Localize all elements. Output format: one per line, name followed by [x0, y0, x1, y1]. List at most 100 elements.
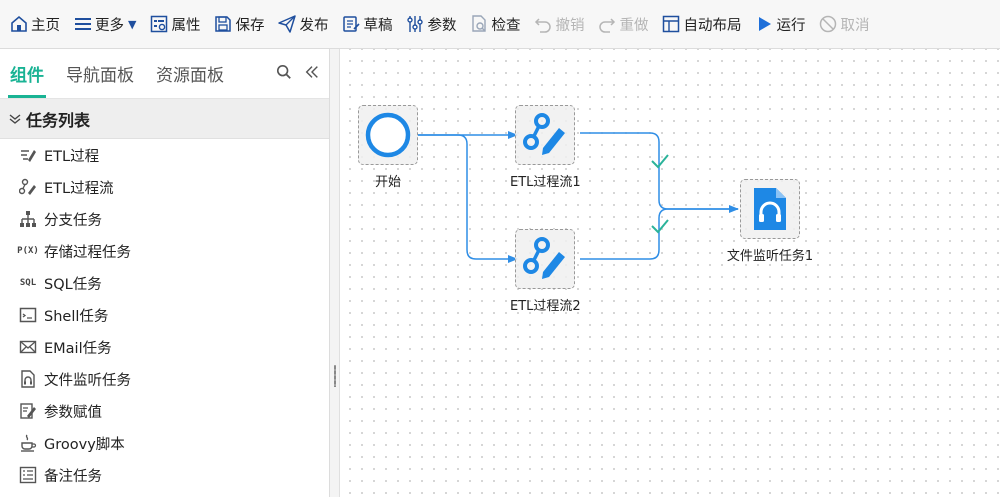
edge-etl2-to-file[interactable] [580, 208, 738, 260]
run-button[interactable]: 运行 [751, 9, 811, 39]
task-item-etl-process[interactable]: ETL过程 [0, 139, 329, 171]
stored-procedure-icon: P(X) [17, 241, 39, 261]
task-list-header[interactable]: 任务列表 [0, 99, 329, 139]
panel-tabs: 组件 导航面板 资源面板 [0, 49, 329, 99]
home-label: 主页 [31, 17, 60, 34]
splitter-grip[interactable] [334, 365, 336, 387]
check-label: 检查 [491, 17, 521, 34]
redo-icon [598, 15, 616, 33]
params-label: 参数 [427, 17, 457, 34]
redo-button[interactable]: 重做 [594, 9, 654, 39]
sliders-icon [406, 15, 424, 33]
save-icon [214, 15, 232, 33]
task-list-title: 任务列表 [26, 110, 91, 130]
etl-flow-icon [18, 177, 38, 197]
more-label: 更多 [95, 17, 124, 34]
draft-label: 草稿 [363, 17, 393, 34]
publish-button[interactable]: 发布 [274, 9, 334, 39]
node-label: ETL过程流1 [510, 175, 581, 190]
success-check-icon [651, 154, 669, 169]
auto-layout-button[interactable]: 自动布局 [658, 9, 747, 39]
cancel-icon [819, 15, 837, 33]
sql-icon: SQL [18, 273, 38, 293]
task-item-note[interactable]: 备注任务 [0, 459, 329, 491]
success-check-icon [651, 219, 669, 234]
shell-icon [18, 305, 38, 325]
run-label: 运行 [776, 17, 806, 34]
task-label: 备注任务 [44, 468, 102, 485]
file-monitor-icon [740, 179, 800, 239]
home-icon [10, 15, 28, 33]
tab-resources[interactable]: 资源面板 [156, 66, 224, 86]
node-file-monitor-1[interactable]: 文件监听任务1 [727, 179, 813, 264]
node-label: 文件监听任务1 [726, 249, 814, 264]
edge-start-to-etl2[interactable] [418, 134, 518, 263]
note-icon [18, 465, 38, 485]
task-item-stored-procedure[interactable]: P(X) 存储过程任务 [0, 235, 329, 267]
email-icon [18, 337, 38, 357]
layout-icon [662, 15, 680, 33]
tab-components[interactable]: 组件 [8, 61, 46, 98]
task-label: Shell任务 [44, 308, 109, 325]
node-label: 开始 [374, 175, 401, 190]
edge-layer [418, 131, 739, 263]
etl-flow-icon [515, 229, 576, 289]
draft-icon [342, 15, 361, 33]
left-panel: 组件 导航面板 资源面板 任务列表 ETL过程 ETL过 [0, 49, 330, 497]
node-etl-flow-1[interactable]: ETL过程流1 [510, 105, 581, 190]
check-button[interactable]: 检查 [466, 9, 526, 39]
task-label: 文件监听任务 [44, 372, 131, 389]
node-start[interactable]: 开始 [358, 105, 418, 190]
workflow-canvas[interactable]: 开始 ETL过程流1 ETL过程流2 文件监听任务1 [340, 49, 1000, 497]
node-label: ETL过程流2 [510, 299, 581, 314]
task-label: 分支任务 [44, 212, 102, 229]
chevron-double-down-icon [8, 112, 22, 126]
search-icon[interactable] [275, 63, 293, 81]
save-label: 保存 [235, 17, 265, 34]
play-icon [755, 15, 773, 33]
task-item-email[interactable]: EMail任务 [0, 331, 329, 363]
hamburger-icon [74, 15, 92, 33]
stored-procedure-icon-text: P(X) [17, 246, 39, 256]
cancel-label: 取消 [840, 17, 870, 34]
panel-splitter[interactable] [330, 49, 340, 497]
task-label: EMail任务 [44, 340, 112, 357]
param-assign-icon [18, 401, 38, 421]
etl-flow-icon [515, 105, 576, 165]
task-item-shell[interactable]: Shell任务 [0, 299, 329, 331]
sql-icon-text: SQL [19, 278, 37, 288]
task-item-file-monitor[interactable]: 文件监听任务 [0, 363, 329, 395]
task-item-param-assign[interactable]: 参数赋值 [0, 395, 329, 427]
branch-icon [18, 209, 38, 229]
task-label: Groovy脚本 [44, 436, 125, 453]
draft-button[interactable]: 草稿 [338, 9, 398, 39]
undo-button[interactable]: 撤销 [530, 9, 590, 39]
cancel-button[interactable]: 取消 [815, 9, 875, 39]
paper-plane-icon [278, 15, 297, 33]
task-item-groovy[interactable]: Groovy脚本 [0, 427, 329, 459]
save-button[interactable]: 保存 [210, 9, 270, 39]
task-item-etl-flow[interactable]: ETL过程流 [0, 171, 329, 203]
auto-layout-label: 自动布局 [683, 17, 742, 34]
collapse-panel-icon[interactable] [303, 63, 321, 81]
task-item-branch[interactable]: 分支任务 [0, 203, 329, 235]
task-label: ETL过程流 [44, 180, 114, 197]
start-circle-icon [358, 105, 418, 165]
groovy-icon [18, 433, 38, 453]
undo-icon [534, 15, 552, 33]
params-button[interactable]: 参数 [402, 9, 462, 39]
task-label: ETL过程 [44, 148, 100, 165]
node-etl-flow-2[interactable]: ETL过程流2 [510, 229, 581, 314]
tab-navigation[interactable]: 导航面板 [66, 66, 134, 86]
task-item-sql[interactable]: SQL SQL任务 [0, 267, 329, 299]
home-button[interactable]: 主页 [6, 9, 66, 39]
edge-etl1-to-file[interactable] [580, 132, 739, 213]
toolbar: 主页 更多 ▼ 属性 保存 发布 草稿 参数 [0, 0, 1000, 49]
more-menu-button[interactable]: 更多 ▼ [70, 9, 142, 39]
properties-icon [150, 15, 168, 33]
redo-label: 重做 [619, 17, 649, 34]
panel-tools [275, 63, 321, 81]
task-label: 参数赋值 [44, 404, 102, 421]
properties-label: 属性 [171, 17, 201, 34]
properties-button[interactable]: 属性 [146, 9, 206, 39]
